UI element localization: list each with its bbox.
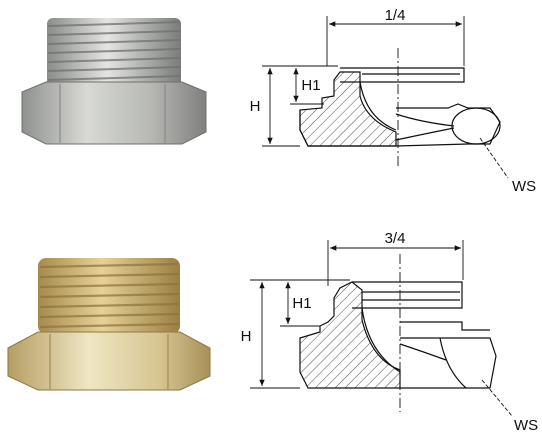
steel-thread-body (47, 18, 181, 90)
top-thread-outline (340, 67, 465, 83)
top-width-label: 1/4 (385, 7, 406, 24)
bottom-hex-curve (399, 343, 447, 361)
bottom-ws-label: WS (514, 417, 538, 434)
top-h-label: H (250, 98, 261, 115)
top-ws-leader (479, 137, 509, 179)
bottom-h1-label: H1 (292, 295, 311, 312)
drawing-bottom (250, 240, 513, 417)
top-ws-label: WS (512, 178, 536, 195)
drawing-top (262, 16, 509, 179)
top-hex-flat (451, 107, 501, 145)
bottom-hex-right (400, 337, 497, 389)
steel-thread-ridges (47, 21, 181, 81)
top-hex-curve-2 (395, 127, 455, 141)
bottom-h-label: H (241, 328, 252, 345)
top-body-left-edge (299, 110, 396, 147)
bottom-bore (361, 307, 401, 373)
bottom-hex-face (439, 337, 467, 389)
bottom-width-label: 3/4 (385, 230, 406, 247)
photo-steel-fitting (21, 18, 207, 145)
steel-hex-nut (21, 81, 207, 145)
bottom-shoulder (400, 321, 490, 331)
brass-hex-nut (7, 331, 211, 391)
top-hex-curve (395, 113, 455, 127)
top-bore (359, 81, 397, 131)
top-h1-label: H1 (301, 77, 320, 94)
brass-thread-ridges (39, 262, 179, 329)
bottom-ws-leader (481, 379, 513, 417)
top-section-hatched (299, 71, 397, 147)
photo-brass-fitting (7, 258, 211, 391)
bottom-section-hatched (299, 281, 401, 389)
bottom-thread-outline (352, 281, 463, 309)
